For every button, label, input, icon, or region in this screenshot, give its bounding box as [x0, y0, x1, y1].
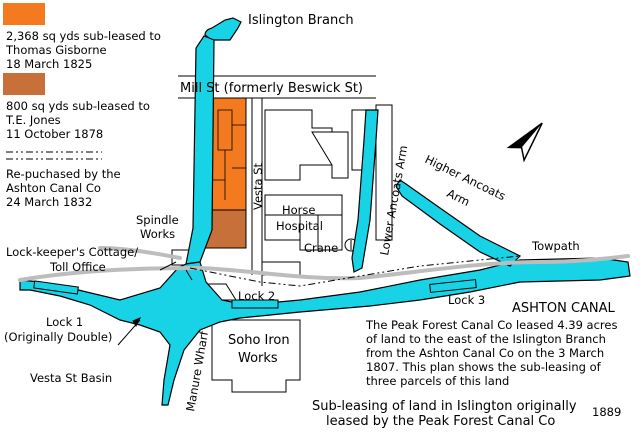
- label-lock-keeper-2: Toll Office: [49, 260, 106, 274]
- label-soho-2: Works: [238, 351, 278, 366]
- legend: 2,368 sq yds sub-leased to Thomas Gisbor…: [3, 3, 161, 209]
- label-higher-ancoats-2: Arm: [445, 186, 472, 209]
- label-vesta-st: Vesta St: [251, 162, 265, 210]
- label-towpath: Towpath: [531, 239, 580, 253]
- label-spindle-2: Works: [140, 227, 175, 241]
- label-crane: Crane: [304, 241, 338, 255]
- legend-1825-line1: 2,368 sq yds sub-leased to: [6, 29, 161, 43]
- label-soho-1: Soho Iron: [228, 333, 290, 348]
- legend-1825-line3: 18 March 1825: [6, 57, 92, 71]
- note-line1: The Peak Forest Canal Co leased 4.39 acr…: [365, 318, 617, 332]
- label-vesta-basin: Vesta St Basin: [30, 371, 112, 385]
- towpath: [18, 254, 630, 282]
- label-horse-1: Horse: [282, 203, 315, 217]
- note-line4: 1807. This plan shows the sub-leasing of: [366, 360, 602, 374]
- label-lock-1-a: Lock 1: [46, 315, 83, 329]
- label-horse-2: Hospital: [276, 219, 323, 233]
- caption-line2: leased by the Peak Forest Canal Co: [326, 414, 555, 429]
- note-line2: of land to the east of the Islington Bra…: [366, 332, 606, 346]
- repurchase-boundary: [189, 255, 521, 287]
- canals: [19, 17, 631, 406]
- legend-repurchase-line2: Ashton Canal Co: [6, 181, 101, 195]
- label-ashton-canal: ASHTON CANAL: [512, 301, 616, 316]
- legend-swatch-1878: [3, 73, 45, 95]
- label-islington-branch: Islington Branch: [248, 13, 354, 28]
- legend-1878-line1: 800 sq yds sub-leased to: [6, 99, 150, 113]
- legend-repurchase-line3: 24 March 1832: [6, 195, 92, 209]
- label-lock-3: Lock 3: [448, 293, 485, 307]
- description-note: The Peak Forest Canal Co leased 4.39 acr…: [365, 318, 617, 388]
- label-mill-st: Mill St (formerly Beswick St): [180, 81, 363, 96]
- label-lock-2: Lock 2: [238, 289, 275, 303]
- legend-swatch-1825: [3, 3, 45, 25]
- map-year: 1889: [592, 405, 621, 419]
- legend-1878-line3: 11 October 1878: [6, 127, 103, 141]
- legend-1878-line2: T.E. Jones: [5, 113, 61, 127]
- buildings: [171, 104, 393, 393]
- label-lock-1-b: (Originally Double): [4, 330, 112, 344]
- label-lock-keeper-1: Lock-keeper's Cottage/: [6, 245, 138, 259]
- pointer-lines: [117, 261, 193, 346]
- note-line3: from the Ashton Canal Co on the 3 March: [366, 346, 604, 360]
- note-line5: three parcels of this land: [366, 374, 509, 388]
- north-arrow-icon: [506, 122, 543, 163]
- caption-line1: Sub-leasing of land in Islington origina…: [312, 399, 577, 414]
- legend-1825-line2: Thomas Gisborne: [5, 43, 107, 57]
- label-spindle-1: Spindle: [136, 213, 179, 227]
- legend-repurchase-line1: Re-puchased by the: [6, 167, 121, 181]
